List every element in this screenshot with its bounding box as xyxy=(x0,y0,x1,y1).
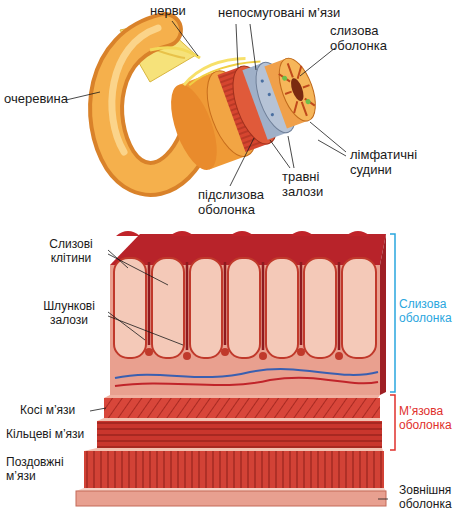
part-label: М’язова оболонка xyxy=(399,405,463,433)
mucosa-block xyxy=(110,231,386,395)
part-label: слизова оболонка xyxy=(330,24,402,54)
part-label: Слизові клітини xyxy=(36,238,106,266)
part-label: непосмуговані м’язи xyxy=(218,6,408,21)
part-label: Кільцеві м’язи xyxy=(6,428,98,442)
layer-brackets xyxy=(390,234,395,450)
part-label: підслизова оболонка xyxy=(198,188,278,218)
intestine-cross-section xyxy=(159,35,327,176)
part-label: травні залози xyxy=(282,170,340,200)
part-label: очеревина xyxy=(4,92,84,107)
part-label: лімфатичні судини xyxy=(350,148,440,178)
leader-lines-bottom xyxy=(90,250,388,499)
muscle-layers xyxy=(76,395,386,506)
part-label: Зовнішня оболонка xyxy=(399,484,463,512)
part-label: Слизова оболонка xyxy=(399,298,463,326)
leader-lines xyxy=(66,21,346,186)
part-label: Шлункові залози xyxy=(32,300,106,328)
part-label: Косі м’язи xyxy=(20,404,100,418)
part-label: Поздовжні м’язи xyxy=(6,456,82,484)
part-label: нерви xyxy=(150,4,200,19)
